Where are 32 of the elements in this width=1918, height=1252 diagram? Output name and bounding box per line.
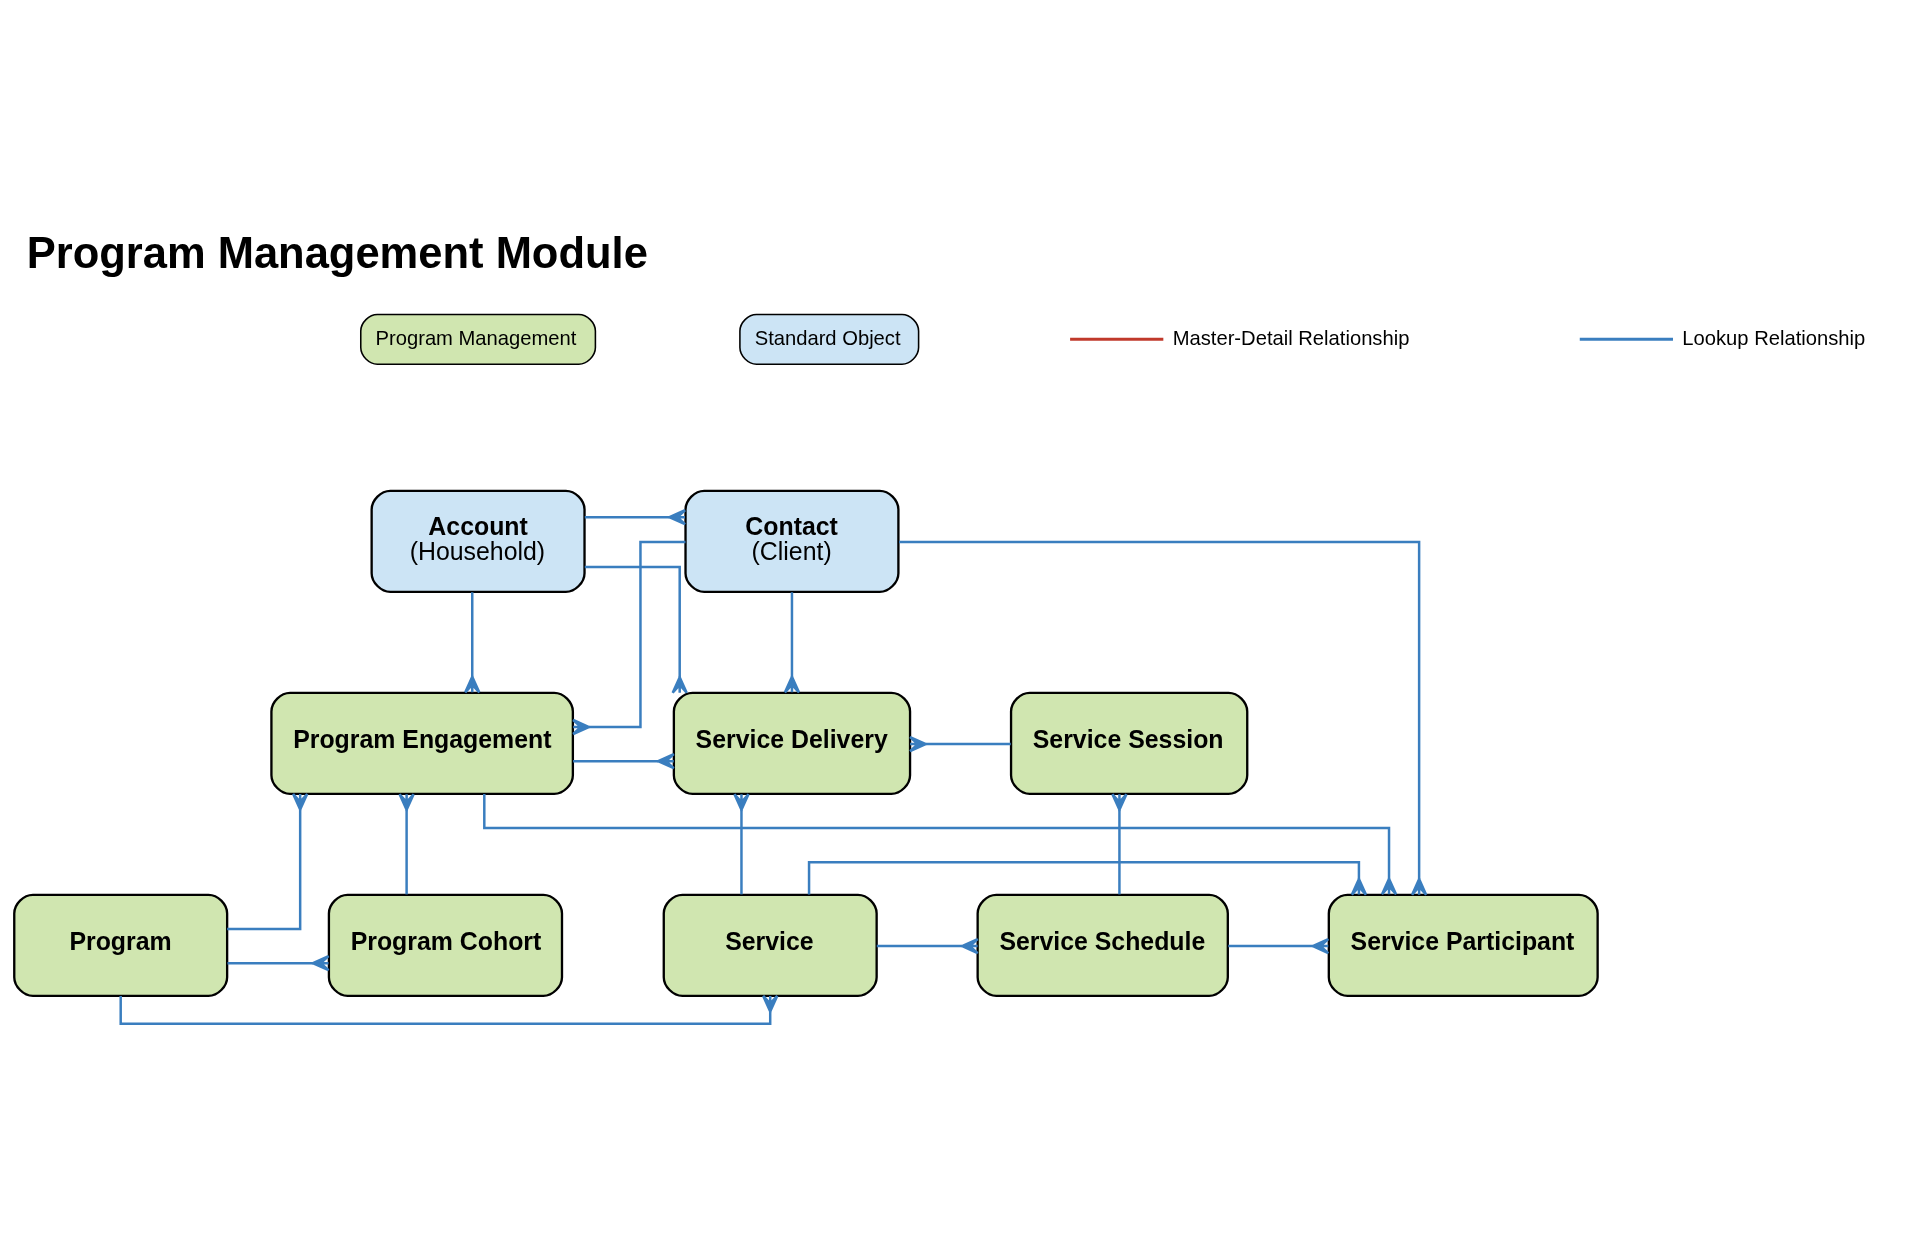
connector xyxy=(876,937,979,955)
node-box: Program Engagement xyxy=(270,691,575,795)
legend-label: Master-Detail Relationship xyxy=(1172,326,1410,349)
connector xyxy=(464,592,481,694)
node-box: Service Delivery xyxy=(672,691,912,795)
node-box: Program xyxy=(13,893,229,997)
connector xyxy=(573,752,675,770)
connector xyxy=(783,592,801,694)
node-box: Service Participant xyxy=(1327,893,1599,997)
node-box: Service Session xyxy=(1009,691,1249,795)
connector xyxy=(1228,937,1330,955)
connector xyxy=(227,792,309,931)
connector xyxy=(807,860,1368,896)
node-box: Service Schedule xyxy=(976,893,1229,997)
node-box: Account (Household) xyxy=(370,489,586,593)
connector xyxy=(584,509,687,526)
legend-label: Program Management xyxy=(375,326,577,349)
connector xyxy=(483,794,1398,896)
node-box: Service xyxy=(662,893,878,997)
connector xyxy=(571,540,686,736)
connector xyxy=(398,793,415,895)
node-box: Contact (Client) xyxy=(684,489,900,593)
diagram-title: Program Management Module xyxy=(26,228,648,277)
connector xyxy=(1111,793,1128,895)
legend-label: Lookup Relationship xyxy=(1682,326,1866,349)
connector xyxy=(733,793,750,895)
connector xyxy=(584,565,688,695)
connector xyxy=(908,735,1011,753)
connector xyxy=(899,540,1428,896)
node-box: Program Cohort xyxy=(327,893,564,997)
connector xyxy=(227,954,330,972)
legend-label: Standard Object xyxy=(754,326,901,349)
